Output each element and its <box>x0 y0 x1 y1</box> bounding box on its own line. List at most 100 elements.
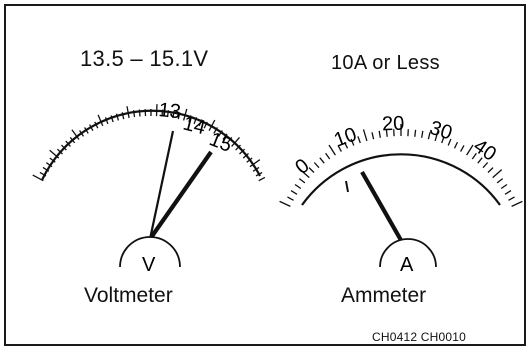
ammeter-scale-tick <box>294 183 302 190</box>
voltmeter-scale-tick <box>42 166 50 172</box>
ammeter-scale-tick <box>496 178 504 184</box>
ammeter-scale-tick <box>287 196 294 201</box>
ammeter-scale-tick <box>477 157 483 164</box>
ammeter-scale-tick <box>504 190 512 195</box>
voltmeter-scale-tick <box>155 104 158 117</box>
ammeter-scale-tick <box>466 144 474 156</box>
voltmeter-scale-tick <box>89 124 94 132</box>
ammeter-reference-mark <box>345 180 349 193</box>
voltmeter-scale-tick <box>203 121 208 129</box>
voltmeter-scale-tick <box>39 171 47 177</box>
ammeter-scale-tick <box>325 152 331 160</box>
voltmeter-scale-ticks <box>32 104 266 182</box>
voltmeter-scale-tick <box>239 148 246 155</box>
voltmeter-scale-tick <box>161 109 164 117</box>
voltmeter-scale-tick <box>177 112 181 120</box>
ammeter-scale-tick <box>487 167 494 173</box>
voltmeter-scale-label-14: 14 <box>181 113 208 140</box>
ammeter-scale-tick <box>511 200 523 207</box>
ammeter-scale-labels: 0 10 20 30 40 <box>291 113 500 179</box>
ammeter-scale-tick <box>357 136 361 144</box>
voltmeter-scale-tick <box>249 159 261 168</box>
voltmeter-scale-tick <box>166 110 170 118</box>
ammeter-scale-tick <box>362 129 368 142</box>
ammeter-scale-tick <box>385 129 388 137</box>
voltmeter-scale-tick <box>69 136 76 144</box>
voltmeter-scale-tick <box>84 127 89 134</box>
voltmeter-pivot-housing <box>119 236 181 268</box>
voltmeter-scale-tick <box>110 115 114 123</box>
ammeter-scale-tick <box>308 167 315 173</box>
ammeter-scale-tick <box>378 130 381 138</box>
voltmeter-scale-tick <box>258 176 266 182</box>
ammeter-scale-ticks <box>279 124 523 207</box>
ammeter-scale-label-0: 0 <box>291 155 313 179</box>
voltmeter-unit-symbol: V <box>142 254 156 276</box>
ammeter-scale-tick <box>313 162 320 169</box>
voltmeter-range-label: 13.5 – 15.1V <box>80 46 209 71</box>
ammeter-scale-label-10: 10 <box>331 123 359 151</box>
ammeter-scale-tick <box>500 183 508 190</box>
voltmeter-scale-tick <box>71 129 80 140</box>
voltmeter-scale-tick <box>49 149 60 159</box>
ammeter-scale-tick <box>427 132 431 140</box>
voltmeter-needle-high <box>148 150 213 241</box>
voltmeter-scale-tick <box>45 162 53 168</box>
ammeter-scale-tick <box>279 200 291 207</box>
voltmeter-scale-tick <box>222 133 228 140</box>
ammeter-scale-tick <box>299 169 310 179</box>
voltmeter-scale-tick <box>252 166 260 172</box>
voltmeter-scale-tick <box>193 117 198 125</box>
voltmeter-name: Voltmeter <box>84 284 173 307</box>
voltmeter-scale-tick <box>208 119 216 132</box>
voltmeter-scale-tick <box>255 171 263 177</box>
figure-code: CH0412 CH0010 <box>372 330 466 344</box>
ammeter-scale-tick <box>350 138 355 146</box>
voltmeter-scale-tick <box>32 174 44 182</box>
voltmeter-scale-tick <box>61 144 67 151</box>
ammeter-scale-tick <box>492 169 503 179</box>
ammeter-unit-symbol: A <box>400 254 414 276</box>
ammeter-scale-tick <box>421 130 424 138</box>
ammeter-scale-label-20: 20 <box>382 113 405 136</box>
ammeter-scale-tick <box>371 132 375 140</box>
voltmeter-scale-tick <box>94 121 99 129</box>
voltmeter-scale-tick <box>126 106 130 119</box>
ammeter-scale-label-40: 40 <box>469 135 500 166</box>
voltmeter-scale-tick <box>198 119 203 127</box>
ammeter-name: Ammeter <box>341 284 427 307</box>
voltmeter-scale-tick <box>231 136 240 147</box>
ammeter-scale-tick <box>343 141 349 149</box>
ammeter-range-label: 10A or Less <box>331 52 440 74</box>
ammeter-scale-tick <box>319 157 325 164</box>
voltmeter-scale-tick <box>65 140 71 147</box>
diagram-frame <box>4 4 526 346</box>
voltmeter-scale-tick <box>226 136 233 144</box>
voltmeter-scale-label-13: 13 <box>157 99 181 123</box>
ammeter-scale-tick <box>471 152 477 160</box>
voltmeter-scale-tick <box>121 112 125 120</box>
ammeter-needle <box>360 170 404 244</box>
voltmeter-scale-tick <box>182 108 188 121</box>
ammeter: 0 10 20 30 40 A <box>279 113 523 276</box>
voltmeter-scale-tick <box>49 157 56 163</box>
voltmeter-scale-tick <box>188 115 192 123</box>
ammeter-scale-tick <box>441 136 445 144</box>
ammeter-scale-tick <box>460 145 465 152</box>
voltmeter-scale-tick <box>217 130 223 137</box>
voltmeter-scale-tick <box>132 110 136 118</box>
voltmeter-scale-tick <box>172 110 175 119</box>
ammeter-scale-tick <box>482 162 489 169</box>
voltmeter-scale-tick <box>115 113 120 121</box>
ammeter-scale-tick <box>290 190 298 195</box>
ammeter-pivot-housing <box>379 238 437 268</box>
voltmeter-scale-tick <box>97 114 104 127</box>
ammeter-scale-arc <box>301 153 501 206</box>
ammeter-scale-tick <box>434 129 440 142</box>
voltmeter-scale-tick <box>104 117 109 125</box>
voltmeter-scale-tick <box>213 127 218 134</box>
voltmeter-scale-tick <box>235 144 241 151</box>
voltmeter-scale-tick <box>242 153 249 159</box>
